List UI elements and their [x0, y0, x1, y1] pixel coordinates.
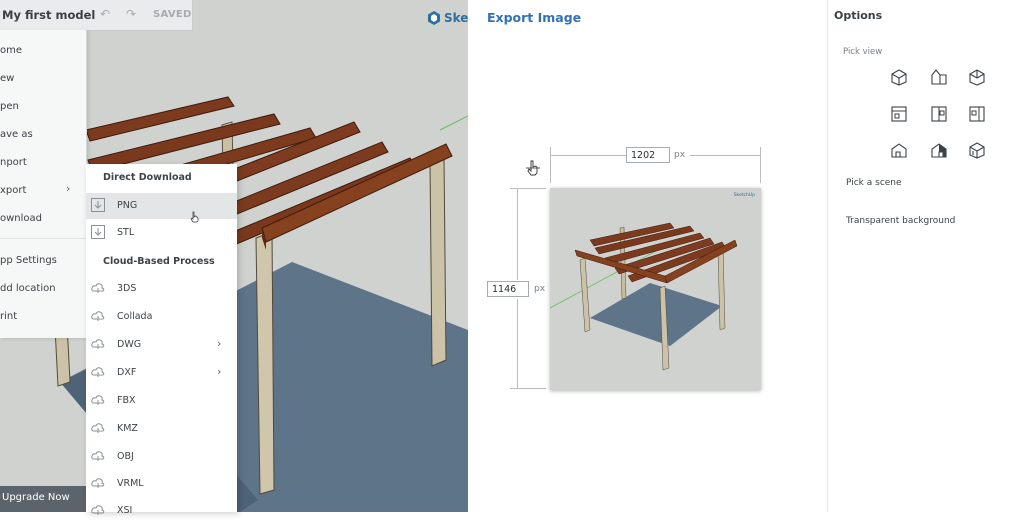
panel-gap	[468, 0, 486, 512]
menu-item-add-location[interactable]: dd location	[0, 283, 56, 294]
menu-item-print[interactable]: rint	[0, 311, 18, 322]
height-input[interactable]: 1146	[487, 281, 529, 297]
side-view-icon[interactable]	[968, 105, 986, 123]
export-kmz[interactable]: KMZ	[86, 416, 237, 442]
export-vrml-label: VRML	[117, 478, 144, 489]
pick-view-label: Pick view	[843, 47, 883, 57]
green-axis	[439, 115, 468, 131]
height-dim-line-bottom	[517, 299, 518, 388]
post-right	[429, 155, 447, 367]
main-menu: ome ew pen ave as nport xport › ownload …	[0, 30, 87, 338]
export-vrml[interactable]: VRML	[86, 471, 237, 497]
pick-scene-option[interactable]: Pick a scene	[846, 178, 902, 188]
options-title: Options	[834, 9, 883, 22]
front-view-icon[interactable]	[930, 105, 948, 123]
upgrade-button[interactable]: Upgrade Now	[0, 486, 86, 512]
export-dxf[interactable]: DXF ›	[86, 360, 237, 386]
hand-move-icon[interactable]	[526, 159, 540, 177]
bottom-iso-icon[interactable]	[968, 141, 986, 159]
export-png[interactable]: PNG	[86, 193, 237, 219]
chevron-right-icon: ›	[66, 182, 71, 195]
export-obj[interactable]: OBJ	[86, 444, 237, 470]
export-3ds[interactable]: 3DS	[86, 276, 237, 302]
width-dim-right-tick	[760, 147, 761, 183]
export-dwg-label: DWG	[117, 339, 142, 350]
top-toolbar: My first model ↶ ↷ SAVED	[0, 0, 193, 31]
redo-icon[interactable]: ↷	[126, 7, 137, 21]
left-iso-icon[interactable]	[890, 141, 908, 159]
menu-item-app-settings[interactable]: pp Settings	[0, 255, 57, 266]
export-3ds-label: 3DS	[117, 283, 137, 294]
preview-watermark: SketchUp	[733, 193, 755, 198]
brand-text: Sket	[444, 11, 475, 25]
width-input[interactable]: 1202	[626, 147, 670, 163]
top-view-icon[interactable]	[890, 105, 908, 123]
cloud-icon	[91, 451, 105, 461]
cloud-icon	[91, 283, 105, 293]
transparent-background-option[interactable]: Transparent background	[846, 216, 956, 226]
height-dim-bottom-tick	[510, 388, 546, 389]
export-submenu: Direct Download PNG STL Cloud-Based Proc…	[86, 164, 237, 516]
menu-item-home[interactable]: ome	[0, 45, 23, 56]
export-png-label: PNG	[117, 200, 138, 211]
menu-divider	[0, 238, 86, 239]
cloud-icon	[91, 339, 105, 349]
export-collada-label: Collada	[117, 311, 153, 322]
export-dwg[interactable]: DWG ›	[86, 332, 237, 358]
cloud-icon	[91, 311, 105, 321]
height-unit: px	[534, 284, 546, 294]
export-xsi[interactable]: XSI	[86, 498, 237, 524]
preview-model-icon	[550, 222, 738, 371]
iso-back-view-icon[interactable]	[968, 68, 986, 86]
cloud-icon	[91, 505, 105, 515]
model-title[interactable]: My first model	[2, 8, 96, 22]
height-dim-line-top	[517, 188, 518, 280]
cloud-icon	[91, 367, 105, 377]
export-preview-image: SketchUp	[550, 188, 761, 390]
options-divider	[827, 0, 828, 512]
export-image-panel: Export Image 1202 px 1146 px SketchUp	[486, 0, 1012, 512]
saved-status: SAVED	[153, 9, 192, 20]
menu-item-save-as[interactable]: ave as	[0, 129, 33, 140]
export-dxf-label: DXF	[117, 367, 137, 378]
main-beam-side	[262, 228, 266, 250]
export-xsi-label: XSI	[117, 505, 133, 516]
export-fbx-label: FBX	[117, 395, 136, 406]
width-dim-line-left	[550, 155, 626, 156]
export-collada[interactable]: Collada	[86, 304, 237, 330]
direct-download-header: Direct Download	[103, 172, 192, 183]
export-image-title: Export Image	[487, 10, 582, 25]
sketchup-logo-icon	[428, 11, 440, 25]
menu-item-open[interactable]: pen	[0, 101, 19, 112]
export-fbx[interactable]: FBX	[86, 388, 237, 414]
width-unit: px	[674, 150, 686, 160]
undo-icon[interactable]: ↶	[100, 7, 111, 21]
perspective-house-icon[interactable]	[930, 68, 948, 86]
menu-item-new[interactable]: ew	[0, 73, 15, 84]
rafter-1	[85, 96, 235, 142]
export-stl[interactable]: STL	[86, 220, 237, 246]
download-icon	[91, 198, 105, 212]
chevron-right-icon: ›	[217, 337, 222, 350]
width-dim-line-right	[690, 155, 760, 156]
cloud-icon	[91, 423, 105, 433]
upgrade-label: Upgrade Now	[2, 492, 70, 503]
menu-item-export[interactable]: xport	[0, 185, 27, 196]
chevron-right-icon: ›	[217, 365, 222, 378]
hand-cursor-icon	[190, 211, 199, 223]
download-icon	[91, 225, 105, 239]
menu-item-download[interactable]: ownload	[0, 213, 43, 224]
export-stl-label: STL	[117, 227, 135, 238]
cloud-process-header: Cloud-Based Process	[103, 256, 215, 267]
export-obj-label: OBJ	[117, 451, 134, 462]
iso-view-icon[interactable]	[890, 68, 908, 86]
right-iso-icon[interactable]	[930, 141, 948, 159]
menu-item-import[interactable]: nport	[0, 157, 27, 168]
width-dim-left-tick	[550, 147, 551, 183]
cloud-icon	[91, 395, 105, 405]
export-kmz-label: KMZ	[117, 423, 138, 434]
height-dim-top-tick	[510, 188, 546, 189]
cloud-icon	[91, 478, 105, 488]
